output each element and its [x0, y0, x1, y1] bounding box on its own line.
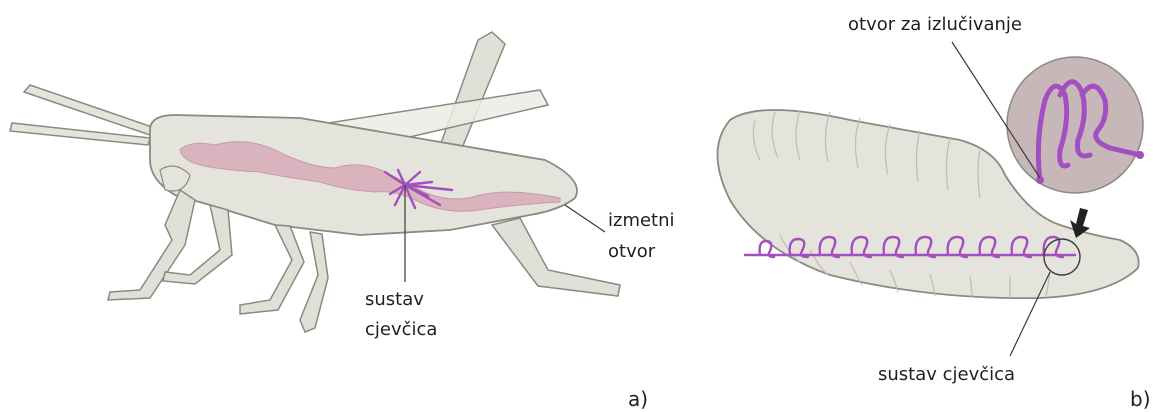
leader-line-anus: [565, 205, 605, 232]
label-excretory-opening: otvor za izlučivanje: [848, 14, 1022, 35]
panel-letter-b: b): [1130, 387, 1151, 411]
label-tubules-a-line2: cjevčica: [365, 319, 437, 340]
magnified-inset: [1007, 57, 1144, 193]
label-anus-line1: izmetni: [608, 210, 675, 231]
panel-letter-a: a): [628, 387, 648, 411]
grasshopper-illustration: [10, 32, 620, 332]
middle-leg-1: [240, 225, 304, 314]
middle-leg-2: [300, 232, 328, 332]
label-tubules-a-line1: sustav: [365, 289, 424, 310]
label-anus-line2: otvor: [608, 241, 656, 262]
label-tubules-b: sustav cjevčica: [878, 364, 1015, 385]
